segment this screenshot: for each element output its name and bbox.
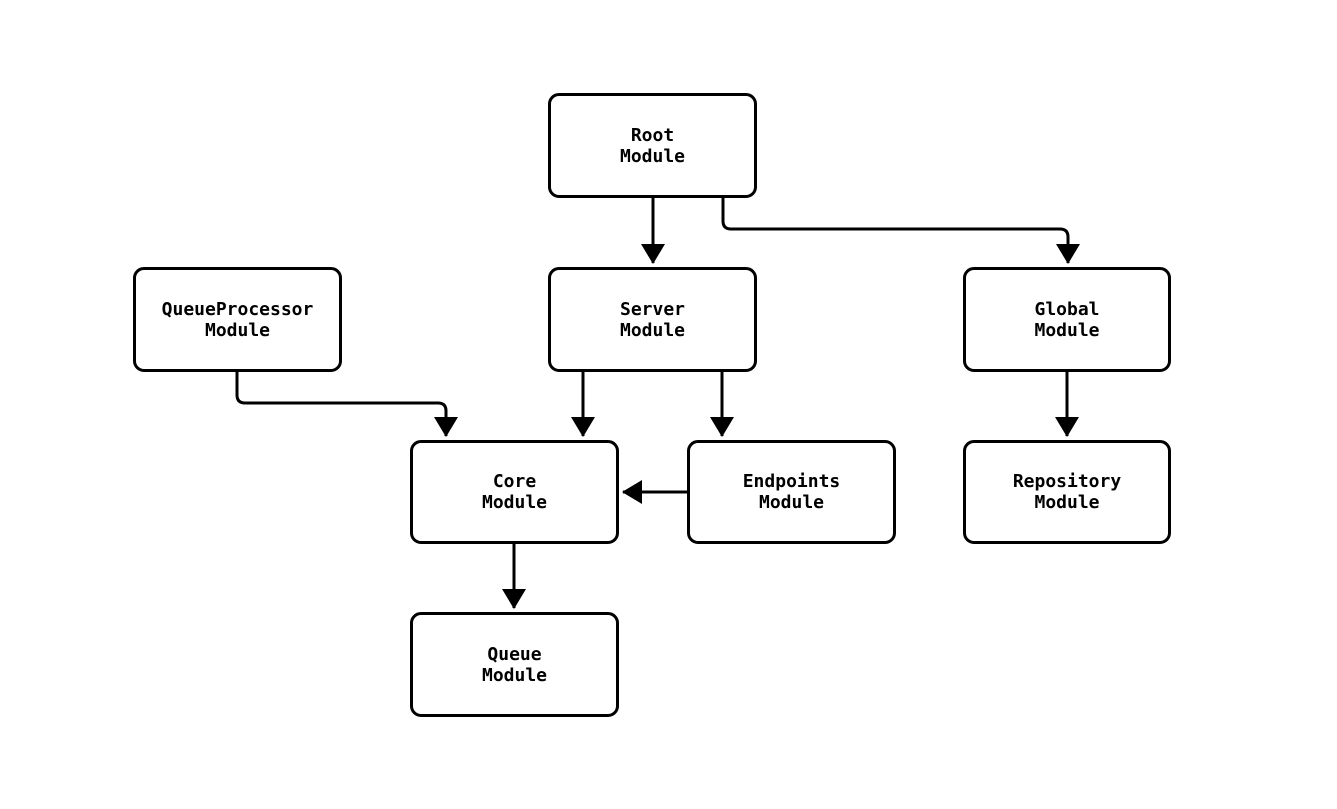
- node-label-line: Module: [1034, 319, 1100, 341]
- node-global-module: Global Module: [963, 267, 1171, 372]
- node-label-line: Root: [630, 124, 675, 146]
- edge-root-to-global: [721, 198, 1080, 264]
- node-label-line: Core: [492, 471, 537, 492]
- node-label-line: Server: [619, 298, 686, 320]
- node-label-line: Module: [619, 145, 686, 167]
- node-queueprocessor-module: QueueProcessor Module: [133, 267, 342, 372]
- node-label-line: Queue: [487, 643, 542, 665]
- edge-queueprocessor-to-core: [235, 372, 458, 437]
- node-label-line: Global: [1034, 298, 1100, 320]
- node-label-line: Module: [204, 319, 271, 341]
- node-label-line: Repository: [1012, 471, 1122, 492]
- node-repository-module: Repository Module: [963, 440, 1171, 544]
- node-root-module: Root Module: [548, 93, 757, 198]
- node-label-line: Module: [481, 492, 548, 513]
- node-endpoints-module: Endpoints Module: [687, 440, 896, 544]
- node-label-line: Module: [758, 492, 825, 513]
- node-label-line: Module: [1034, 492, 1100, 513]
- node-label-line: QueueProcessor: [161, 298, 314, 320]
- node-server-module: Server Module: [548, 267, 757, 372]
- node-core-module: Core Module: [410, 440, 619, 544]
- node-label-line: Module: [619, 319, 686, 341]
- node-queue-module: Queue Module: [410, 612, 619, 717]
- node-label-line: Endpoints: [742, 471, 841, 492]
- node-label-line: Module: [481, 664, 548, 686]
